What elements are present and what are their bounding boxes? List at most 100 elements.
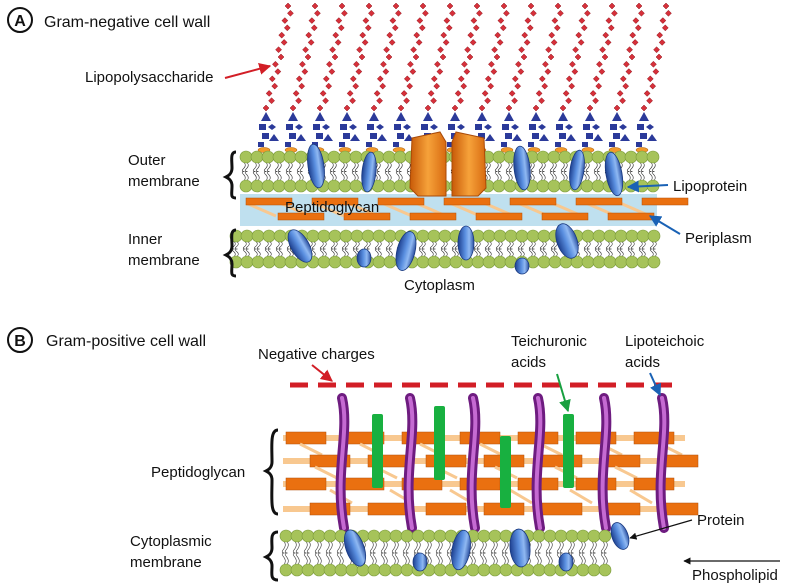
phospholipid-head <box>283 150 297 164</box>
lps-o-antigen-unit <box>574 53 582 61</box>
lps-core-sugar <box>367 124 374 130</box>
peptide-crosslink <box>569 488 593 505</box>
phospholipid-head <box>576 563 590 577</box>
phospholipid-tail <box>432 248 437 257</box>
phospholipid-tail <box>245 241 250 250</box>
lps-core-sugar <box>639 112 649 121</box>
phospholipid-tail <box>440 248 445 257</box>
glycan-strand <box>425 454 467 468</box>
phospholipid-tail <box>432 241 437 250</box>
lps-o-antigen-unit <box>322 75 330 83</box>
peptide-crosslink <box>629 488 653 505</box>
lps-o-antigen-unit <box>391 24 399 32</box>
lps-o-antigen-unit <box>308 17 316 24</box>
lps-o-antigen-unit <box>595 82 603 90</box>
phospholipid-tail <box>550 241 555 250</box>
phospholipid-tail <box>336 552 341 565</box>
phospholipid-tail <box>545 541 550 554</box>
phospholipid-tail <box>446 552 451 565</box>
phospholipid-head <box>543 529 557 543</box>
phospholipid-tail <box>497 162 502 172</box>
lps-o-antigen-unit <box>437 46 444 54</box>
phospholipid-head <box>301 529 315 543</box>
phospholipid-head <box>382 179 396 193</box>
lps-o-antigen-unit <box>484 97 491 105</box>
lipoteichoic-acid-highlight <box>658 396 667 530</box>
lps-o-antigen-unit <box>386 31 394 39</box>
phospholipid-head <box>488 563 502 577</box>
phospholipid-tail <box>486 162 491 172</box>
phospholipid-tail <box>322 241 327 250</box>
phospholipid-tail <box>376 171 381 181</box>
phospholipid-tail <box>285 171 290 181</box>
phospholipid-tail <box>484 248 489 257</box>
membrane-proteins-a <box>287 143 624 275</box>
teichuronic-arrow <box>556 373 571 413</box>
phospholipid-head <box>471 255 485 269</box>
phospholipid-tail <box>629 162 634 172</box>
lps-o-antigen-unit <box>568 82 576 90</box>
phospholipid-tail <box>255 171 260 181</box>
lps-o-antigen-unit <box>646 97 653 105</box>
phospholipid-head <box>240 229 254 243</box>
periplasm-label: Periplasm <box>685 230 752 247</box>
peptide-crosslink <box>614 465 638 480</box>
phospholipid-tail <box>333 241 338 250</box>
glycan-strand <box>367 502 409 516</box>
phospholipid-tail <box>421 241 426 250</box>
phospholipid-tail <box>292 541 297 554</box>
phospholipid-tail <box>391 541 396 554</box>
phospholipid-tail <box>593 162 598 172</box>
lps-o-antigen-unit <box>380 60 387 68</box>
panel-b: B Gram-positive cell wall Negative charg… <box>7 327 780 584</box>
lps-o-antigen-unit <box>608 2 616 10</box>
phospholipid-tail <box>539 248 544 257</box>
phospholipid-tail <box>383 552 388 565</box>
phospholipid-tail <box>267 241 272 250</box>
phospholipid-tail <box>504 541 509 554</box>
phospholipid-tail <box>405 541 410 554</box>
glycan-strand <box>285 431 327 445</box>
glycan-strand <box>607 212 655 221</box>
lps-o-antigen-unit <box>262 104 270 112</box>
phospholipid-tail <box>542 241 547 250</box>
lps-o-antigen-unit <box>445 24 453 32</box>
phospholipid-tail <box>303 552 308 565</box>
phospholipid-tail <box>234 241 239 250</box>
glycan-strand <box>541 212 589 221</box>
phospholipid-tail <box>537 552 542 565</box>
phospholipid-tail <box>274 171 279 181</box>
phospholipid-tail <box>377 241 382 250</box>
glycan-strand <box>425 502 467 516</box>
lps-o-antigen-unit <box>304 53 312 61</box>
lps-o-antigen-unit <box>346 90 354 97</box>
phospholipid-tail <box>296 162 301 172</box>
lps-o-antigen-unit <box>665 9 672 17</box>
phospholipid-tail <box>351 171 356 181</box>
lps-o-antigen-unit <box>416 17 424 24</box>
phospholipid-tail <box>446 541 451 554</box>
lps-o-antigen-unit <box>295 75 303 83</box>
phospholipid-tail <box>497 171 502 181</box>
phospholipid-tail <box>638 241 643 250</box>
lps-core-sugar <box>288 112 298 121</box>
lps-o-antigen-unit <box>361 39 369 46</box>
phospholipid-tail <box>424 541 429 554</box>
phospholipid-tail <box>330 248 335 257</box>
phospholipid-tail <box>387 171 392 181</box>
glycan-strand <box>311 197 359 206</box>
phospholipid-head <box>636 255 650 269</box>
phospholipid-tail <box>398 171 403 181</box>
outer-membrane-protein <box>361 151 377 193</box>
teichuronic-acids <box>372 406 574 508</box>
lps-core-sugar <box>448 124 455 130</box>
phospholipid-tail <box>329 162 334 172</box>
lps-o-antigen-unit <box>325 82 333 90</box>
peptidoglycan-layer-a <box>245 197 689 221</box>
lps-core-sugar <box>430 124 438 130</box>
phospholipid-tail <box>341 241 346 250</box>
lps-o-antigen-unit <box>650 60 657 68</box>
lps-core-sugar <box>485 134 495 141</box>
lps-o-antigen-unit <box>592 75 600 83</box>
